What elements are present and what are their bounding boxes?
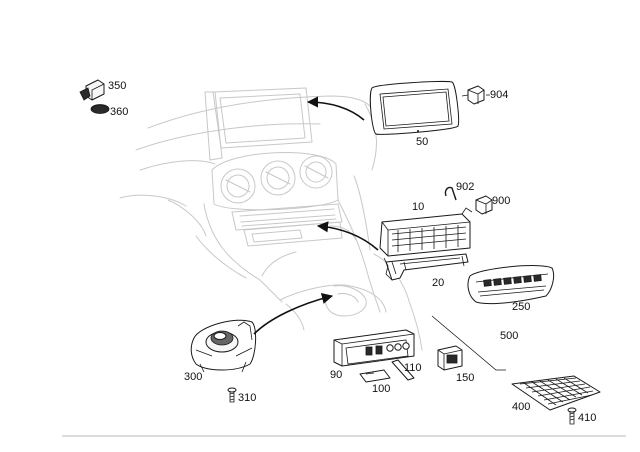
- part-902: [444, 186, 457, 201]
- label-500: 500: [500, 330, 518, 342]
- connector-904: [461, 85, 485, 105]
- label-250: 250: [512, 301, 530, 313]
- part-50-display: [369, 80, 459, 135]
- label-350: 350: [108, 80, 126, 92]
- connector-900: [475, 195, 493, 215]
- label-904: 904: [490, 89, 508, 101]
- part-400-mat: [511, 375, 601, 411]
- part-360: [90, 104, 110, 114]
- label-900: 900: [492, 195, 510, 207]
- dashboard-ghost-outline: [119, 87, 423, 351]
- label-50: 50: [416, 136, 428, 148]
- part-150-socket: [437, 345, 463, 371]
- label-310: 310: [238, 392, 256, 404]
- label-10: 10: [412, 201, 424, 213]
- part-10-climate-unit: [379, 207, 473, 257]
- label-410: 410: [578, 412, 596, 424]
- label-150: 150: [456, 372, 474, 384]
- assembly-arrows: [253, 96, 379, 335]
- label-400: 400: [512, 401, 530, 413]
- part-20-bracket: [383, 253, 469, 281]
- screw-310: [227, 387, 237, 403]
- label-20: 20: [432, 277, 444, 289]
- label-300: 300: [184, 371, 202, 383]
- part-100: [359, 369, 391, 383]
- part-350: [79, 79, 105, 101]
- label-360: 360: [110, 106, 128, 118]
- part-110: [391, 359, 415, 381]
- label-90: 90: [330, 369, 342, 381]
- part-number-labels: 350 360 50 904 902 10 900 20 250 500 300…: [108, 80, 596, 424]
- label-100: 100: [372, 383, 390, 395]
- part-90-port-panel: [333, 329, 415, 367]
- leader-lines: [431, 94, 506, 371]
- label-902: 902: [456, 181, 474, 193]
- part-300-controller: [190, 319, 257, 373]
- screw-410: [567, 407, 577, 425]
- part-250-switch-panel: [467, 265, 555, 305]
- label-110: 110: [404, 362, 422, 374]
